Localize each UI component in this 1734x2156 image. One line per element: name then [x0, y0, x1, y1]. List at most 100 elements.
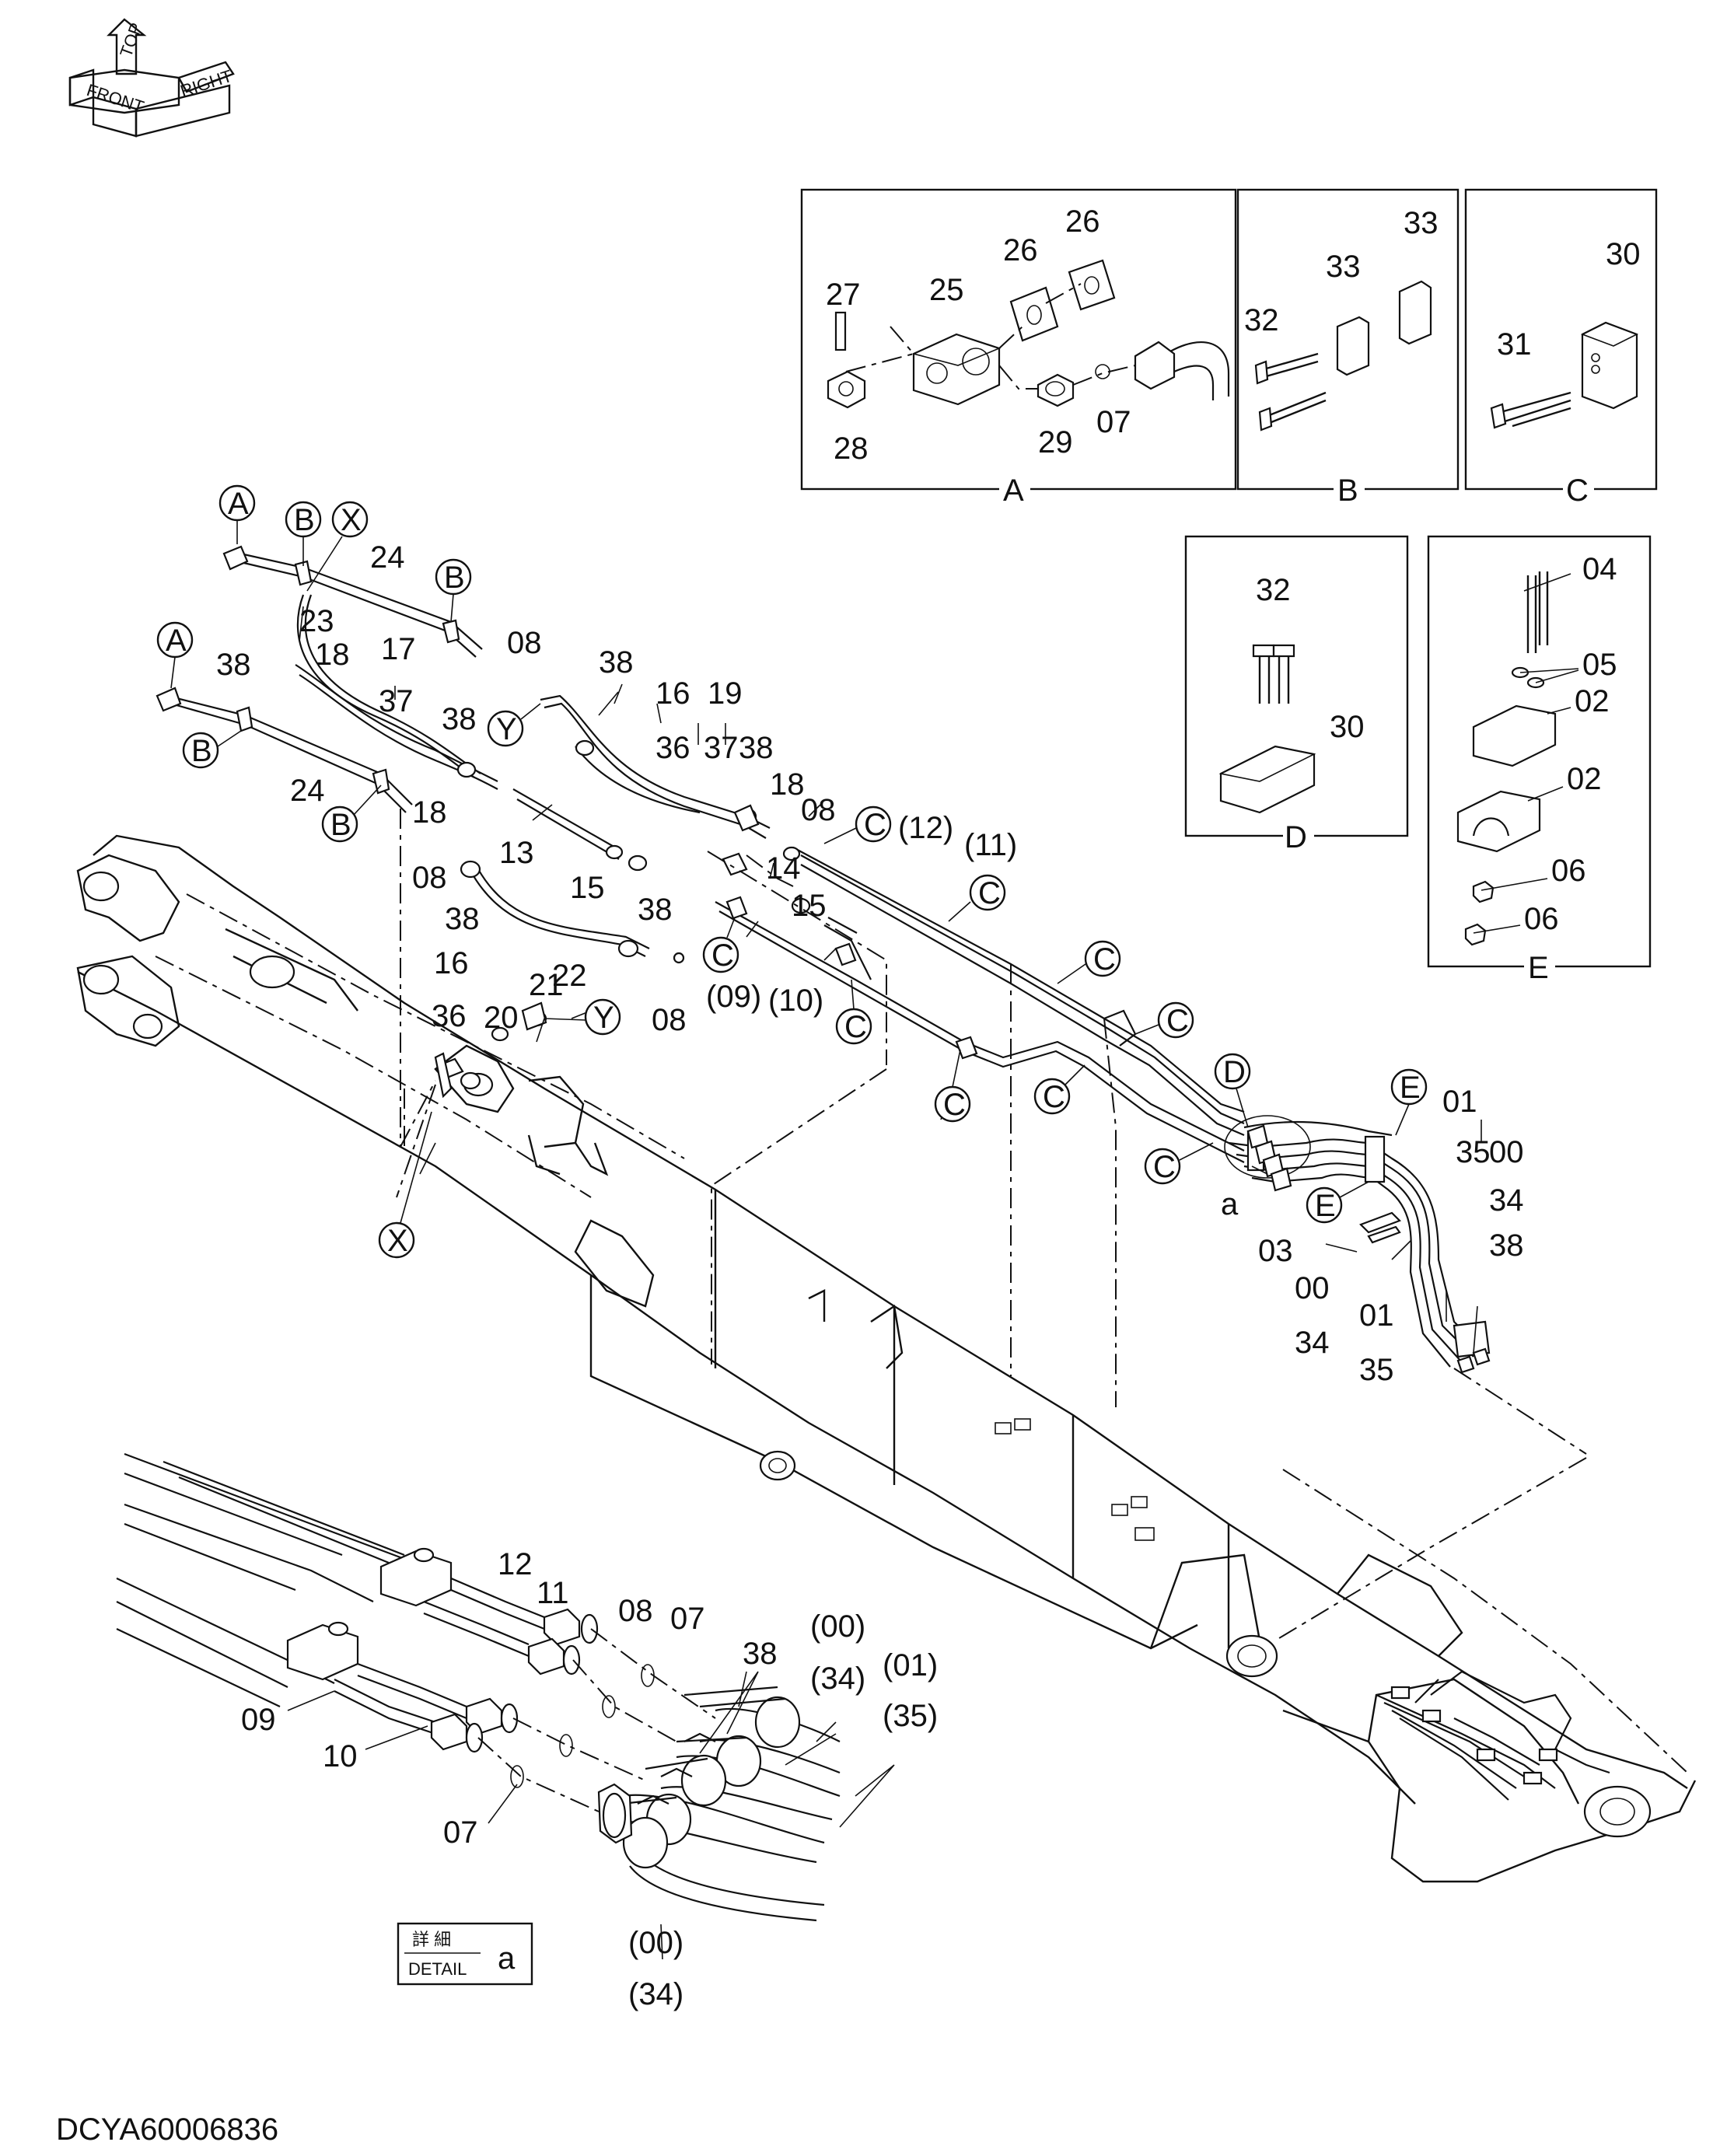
part-33: 33: [1326, 250, 1361, 284]
part-label-36: 36: [432, 999, 467, 1033]
part-label-00: 00: [1489, 1135, 1524, 1169]
part-32: 32: [1256, 573, 1291, 607]
part-label-q12: (12): [898, 811, 953, 845]
inset-box-b: B 32 33 33: [1236, 188, 1460, 508]
part-label-q09: (09): [706, 980, 761, 1014]
callout-x: X: [387, 1224, 408, 1258]
part-label-10: 10: [323, 1739, 358, 1773]
detail-caption-jp: 詳 細: [412, 1930, 451, 1949]
part-labels: 24 23 18 38 08 17 37 38 38 16 19 36 37 3…: [216, 540, 1524, 1387]
part-31: 31: [1497, 327, 1532, 362]
leader-lines: [299, 606, 1587, 1641]
callout-c: C: [1093, 942, 1116, 977]
inset-b-label: B: [1337, 473, 1358, 508]
part-label-38: 38: [1489, 1228, 1524, 1263]
part-04: 04: [1582, 552, 1617, 586]
callout-b: B: [444, 561, 465, 595]
part-label-12: 12: [498, 1547, 533, 1581]
inset-box-c: C 30 31: [1464, 188, 1658, 508]
part-28: 28: [834, 432, 869, 466]
callout-c: C: [1043, 1080, 1065, 1114]
callout-c: C: [978, 876, 1001, 910]
part-30: 30: [1606, 237, 1641, 271]
callout-y: Y: [593, 1001, 614, 1035]
part-label-35: 35: [1359, 1353, 1394, 1387]
part-label-20: 20: [484, 1001, 519, 1035]
orientation-icon: FRONT TOP RIGHT: [68, 18, 235, 138]
part-29: 29: [1038, 425, 1073, 460]
orientation-top-label: TOP: [116, 20, 146, 60]
callout-c: C: [1166, 1004, 1189, 1038]
hose-lines: [156, 545, 1491, 1374]
orientation-right-label: RIGHT: [178, 66, 235, 101]
part-label-36: 36: [655, 731, 690, 765]
part-label-07: 07: [670, 1602, 705, 1636]
callout-c: C: [711, 938, 734, 973]
part-label-19: 19: [708, 676, 743, 711]
part-06: 06: [1551, 854, 1586, 888]
detail-caption: 詳 細 DETAIL a: [397, 1922, 533, 1986]
callout-c: C: [844, 1010, 867, 1044]
part-label-q35: (35): [883, 1699, 938, 1733]
callout-circles: A B X B A B B Y C C C C C C C C D C E: [156, 484, 1428, 1259]
part-label-07: 07: [443, 1815, 478, 1850]
callout-d: D: [1223, 1055, 1246, 1089]
part-label-09: 09: [241, 1703, 276, 1737]
part-label-38: 38: [743, 1637, 778, 1671]
callout-c: C: [1153, 1150, 1176, 1184]
part-label-38: 38: [216, 648, 251, 682]
part-label-08: 08: [801, 793, 836, 827]
part-label-11: 11: [537, 1576, 569, 1610]
part-label-01: 01: [1442, 1085, 1477, 1119]
part-06: 06: [1524, 902, 1559, 936]
part-label-q11: (11): [964, 828, 1017, 862]
part-label-18: 18: [412, 795, 447, 830]
boom-structure: [76, 834, 1697, 1883]
part-33: 33: [1404, 206, 1439, 240]
part-label-17: 17: [381, 632, 416, 666]
part-30: 30: [1330, 710, 1365, 744]
part-label-14: 14: [766, 851, 801, 886]
callout-x: X: [341, 503, 362, 537]
part-label-38: 38: [599, 645, 634, 680]
inset-a-label: A: [1003, 473, 1024, 508]
part-label-16: 16: [434, 946, 469, 980]
inset-d-label: D: [1285, 820, 1307, 854]
part-27: 27: [826, 278, 861, 312]
part-label-08: 08: [507, 626, 542, 660]
part-26: 26: [1003, 233, 1038, 267]
inset-e-label: E: [1528, 951, 1549, 985]
part-label-q01: (01): [883, 1648, 938, 1683]
callout-a: A: [166, 624, 187, 658]
part-32: 32: [1244, 303, 1279, 337]
part-label-q00: (00): [628, 1926, 683, 1960]
callout-c: C: [864, 808, 886, 842]
inset-box-d: D 32 30: [1184, 535, 1409, 854]
part-label-24: 24: [370, 540, 405, 575]
part-label-08: 08: [412, 861, 447, 895]
part-26: 26: [1065, 204, 1100, 239]
fittings: [434, 952, 685, 1099]
part-02: 02: [1567, 762, 1602, 796]
callout-b: B: [294, 503, 315, 537]
part-label-38: 38: [739, 731, 774, 765]
part-label-01: 01: [1359, 1298, 1394, 1333]
part-label-13: 13: [499, 836, 534, 870]
callout-e: E: [1400, 1071, 1421, 1105]
part-label-00: 00: [1295, 1271, 1330, 1305]
part-05: 05: [1582, 648, 1617, 682]
detail-a: 12 11 08 07 38 (00) (34) (01) (35) 09 10…: [116, 1452, 938, 2011]
part-label-21: 21: [529, 968, 564, 1002]
part-label-15: 15: [570, 871, 605, 905]
callout-c: C: [943, 1088, 966, 1122]
part-label-q34: (34): [810, 1662, 865, 1696]
inset-box-a: A 27 25 26 26 28 29 07: [800, 188, 1237, 508]
part-label-15: 15: [792, 889, 827, 923]
part-label-23: 23: [299, 604, 334, 638]
detail-caption-en: DETAIL: [408, 1959, 467, 1979]
part-label-24: 24: [290, 774, 325, 808]
part-label-22: 22: [552, 959, 587, 993]
part-25: 25: [929, 273, 964, 307]
part-label-38: 38: [638, 893, 673, 927]
part-07: 07: [1096, 405, 1131, 439]
